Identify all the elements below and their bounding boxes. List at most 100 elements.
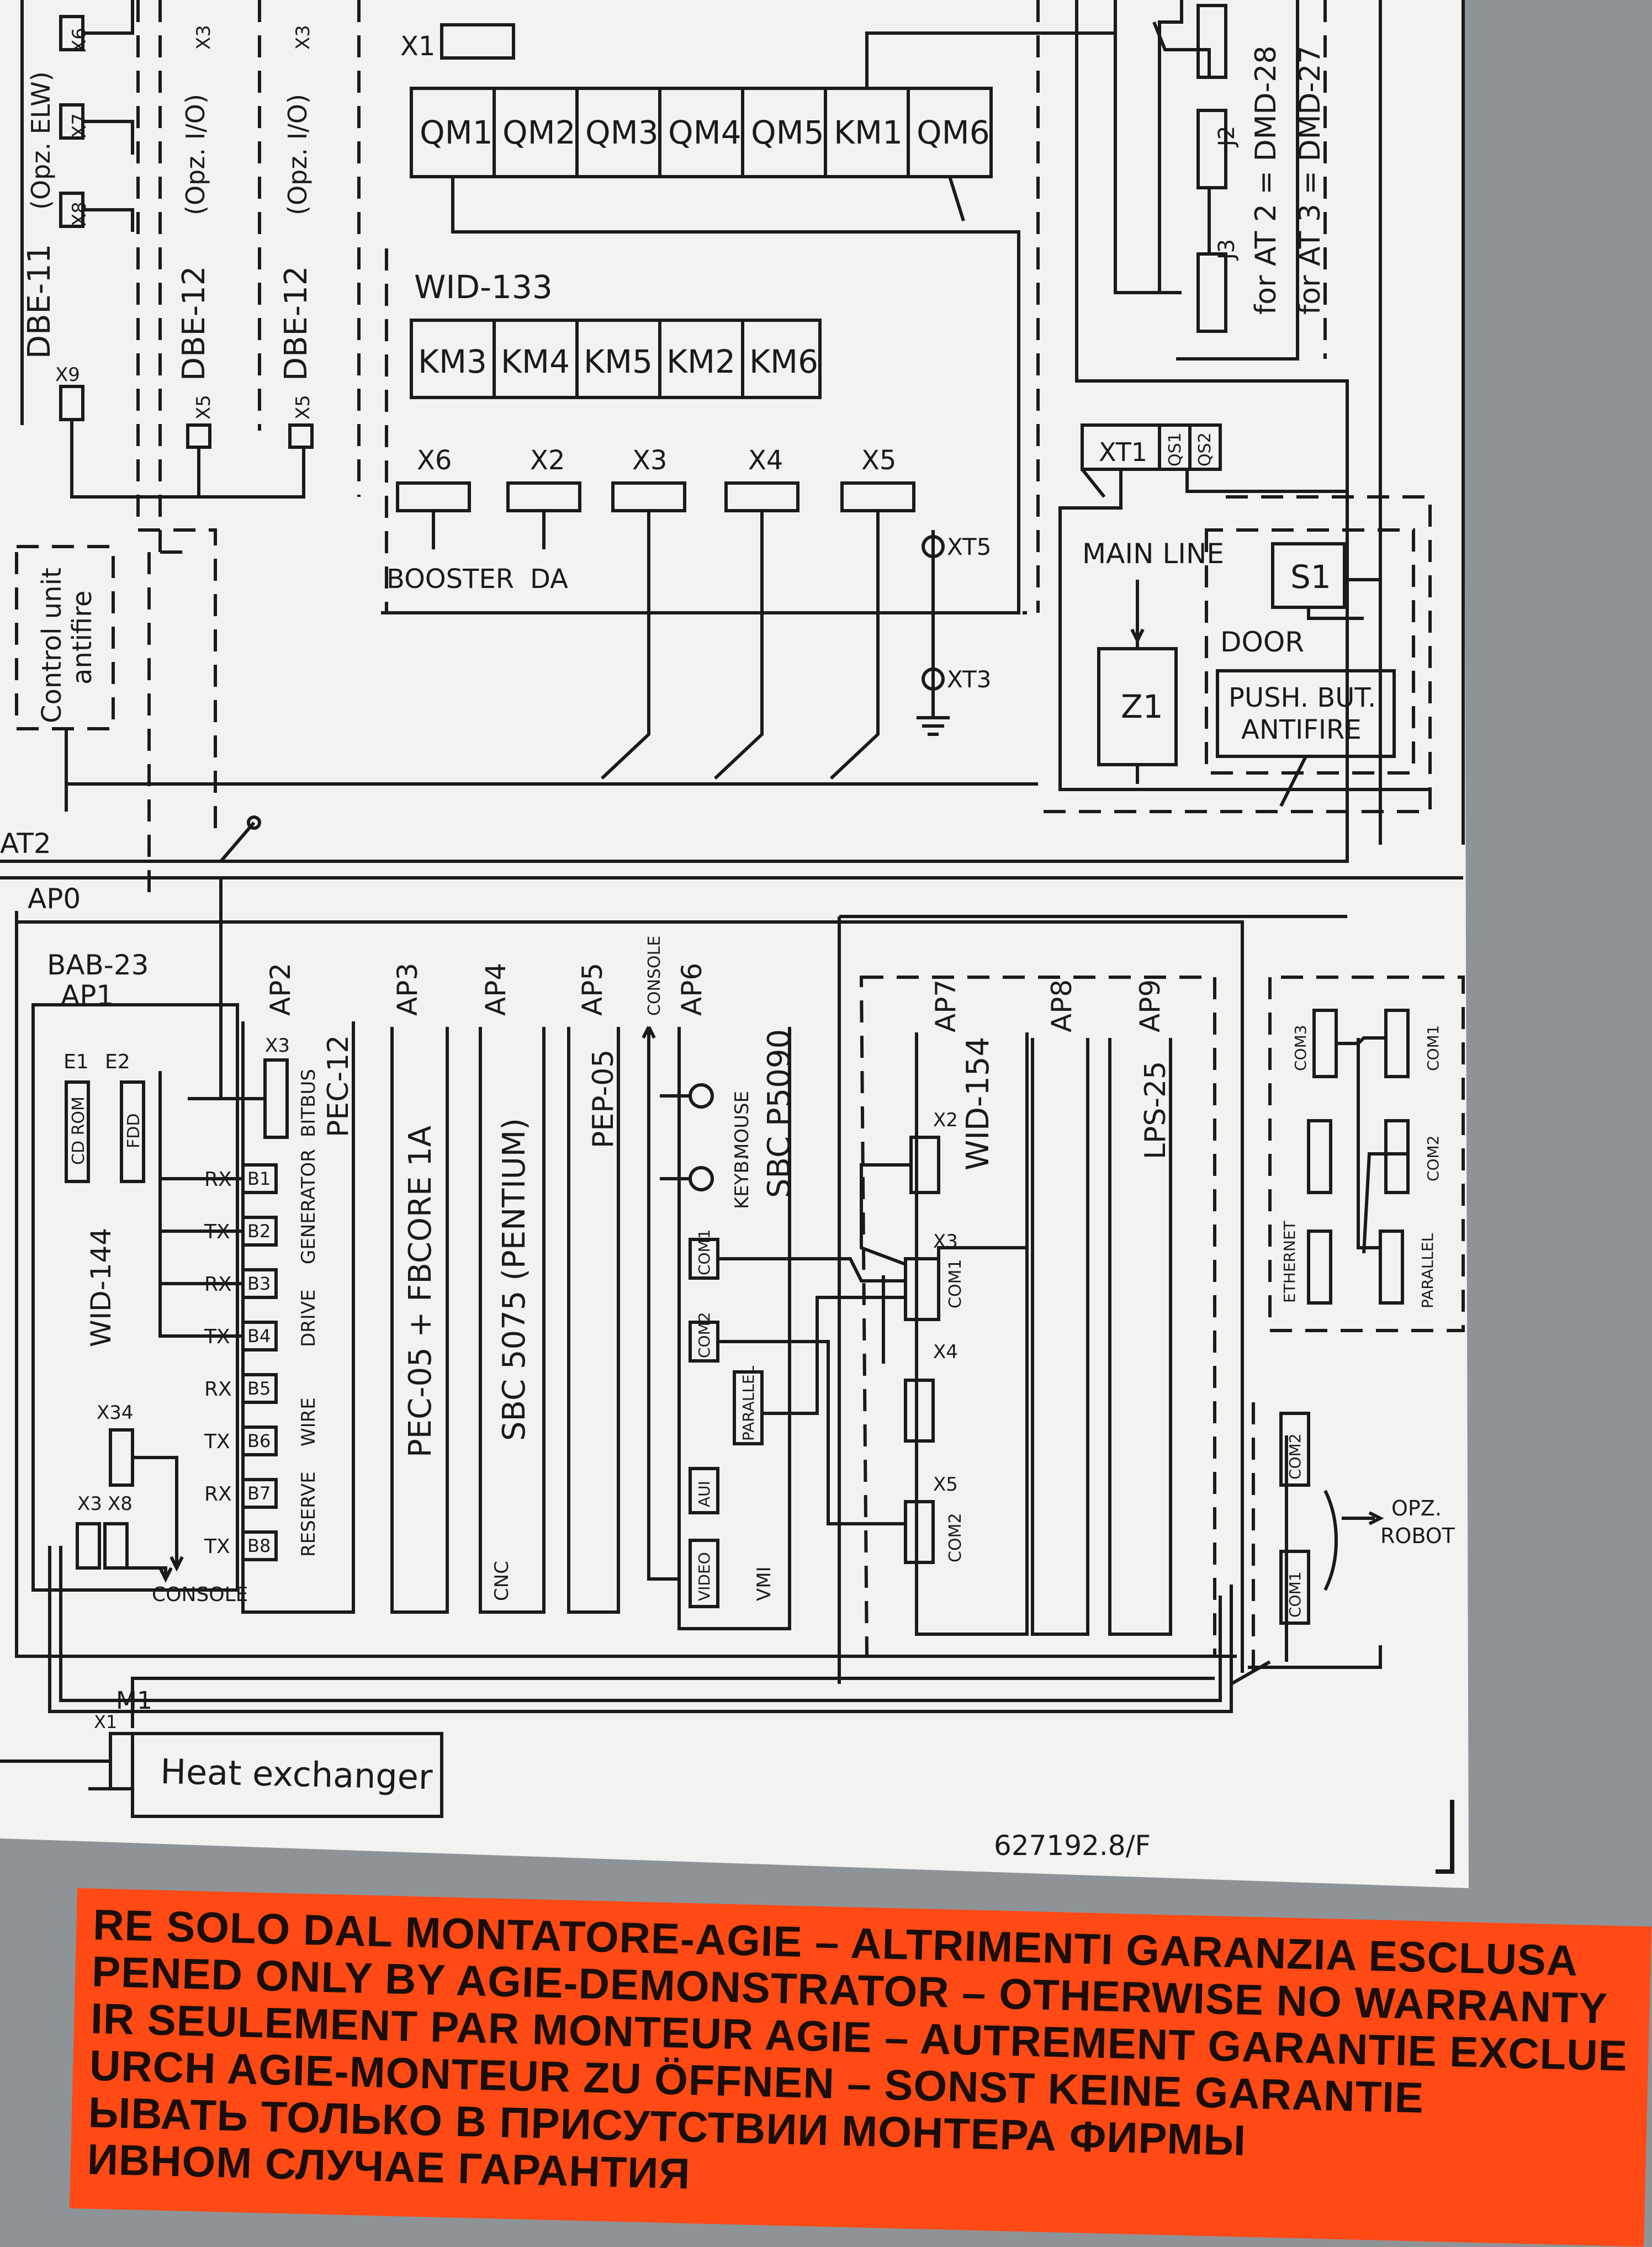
label-conn-x6: X6 (417, 445, 452, 476)
label-x1-bottom: X1 (94, 1711, 117, 1732)
label-opz: OPZ. (1391, 1496, 1442, 1520)
label-at2: AT2 (0, 828, 51, 860)
label-ch2-sig: TX (204, 1221, 230, 1243)
x1-top-block (440, 23, 515, 60)
label-heat-exchanger: Heat exchanger (160, 1751, 433, 1797)
schematic-sheet (0, 0, 1469, 1888)
label-x7-left: X7 (68, 113, 91, 138)
label-push-antifire: ANTIFIRE (1241, 714, 1362, 745)
label-ch8-sig: TX (204, 1535, 230, 1558)
label-ap0: AP0 (28, 883, 81, 915)
label-conn-x5: X5 (861, 445, 896, 476)
km-row (410, 319, 822, 399)
label-parallel-ap6: PARALLEL (739, 1365, 758, 1441)
label-qm4: QM4 (668, 114, 742, 151)
label-x3-a: X3 (193, 25, 215, 50)
label-ap6: AP6 (676, 963, 708, 1016)
label-da: DA (530, 564, 568, 595)
label-qm5: QM5 (751, 114, 824, 151)
label-x6-left: X6 (68, 28, 91, 52)
label-conn-x3: X3 (632, 445, 667, 476)
label-km4: KM4 (501, 343, 570, 380)
label-com2-ap6: COM2 (695, 1312, 713, 1358)
label-x5-a: X5 (193, 395, 215, 420)
xt1-terminal (1081, 423, 1222, 471)
label-ch4-sig: TX (204, 1326, 230, 1348)
label-com1-ap7: COM1 (946, 1259, 965, 1308)
label-ap4: AP4 (480, 963, 512, 1016)
label-wid154: WID-154 (960, 1037, 996, 1170)
label-x5-b: X5 (292, 395, 314, 420)
label-qs2: QS2 (1195, 432, 1215, 467)
label-ap5: AP5 (576, 963, 608, 1016)
heat-exchanger-box (131, 1732, 443, 1818)
label-bitbus: BITBUS (298, 1069, 320, 1137)
label-ap3: AP3 (391, 963, 423, 1016)
label-km5: KM5 (584, 343, 653, 380)
label-dmd28: for AT 2 = DMD-28 (1249, 46, 1283, 315)
label-ch3-id: B3 (247, 1273, 271, 1294)
label-com3-right: COM3 (1291, 1025, 1310, 1071)
label-com1-side: COM1 (1286, 1571, 1304, 1618)
label-ch6-sig: TX (204, 1430, 230, 1453)
label-x3-rack: X3 (77, 1493, 102, 1515)
label-aui: AUI (695, 1481, 713, 1507)
label-com2-right: COM2 (1424, 1135, 1442, 1181)
label-pep05: PEP-05 (587, 1050, 620, 1148)
label-sbcp5090: SBC P5090 (761, 1029, 797, 1198)
label-parallel-right: PARALLEL (1418, 1233, 1437, 1308)
label-j3: J3 (1214, 239, 1240, 261)
label-conn-x2: X2 (530, 445, 565, 476)
label-ch4-id: B4 (247, 1326, 271, 1347)
label-control-antifire: antifire (67, 591, 98, 685)
label-km2: KM2 (666, 343, 735, 380)
label-wire: WIRE (298, 1397, 320, 1446)
label-ch1-sig: RX (204, 1168, 232, 1191)
label-com1-ap6: COM1 (695, 1229, 713, 1275)
label-ch3-sig: RX (204, 1273, 232, 1296)
label-wid144: WID-144 (85, 1228, 117, 1347)
label-vmi: VMI (753, 1566, 775, 1601)
label-control-unit: Control unit (36, 568, 67, 723)
label-x8-rack: X8 (108, 1493, 133, 1515)
label-com2-ap7: COM2 (946, 1513, 965, 1562)
label-ch1-id: B1 (247, 1168, 271, 1189)
label-xt1: XT1 (1099, 437, 1147, 467)
label-cdrom: CD ROM (69, 1096, 88, 1165)
label-ethernet: ETHERNET (1280, 1220, 1299, 1303)
label-opz-io-a: (Opz. I/O) (181, 94, 210, 215)
label-wid133: WID-133 (414, 268, 553, 306)
label-pec12: PEC-12 (322, 1035, 355, 1137)
label-lps25: LPS-25 (1139, 1061, 1172, 1159)
label-door: DOOR (1220, 626, 1304, 658)
label-ap1: AP1 (61, 979, 114, 1011)
label-qm6: QM6 (917, 114, 990, 151)
label-m1: M1 (116, 1687, 152, 1715)
label-drive: DRIVE (298, 1289, 320, 1347)
label-x8-left: X8 (68, 202, 91, 226)
label-drawing-number: 627192.8/F (994, 1830, 1151, 1862)
label-ch6-id: B6 (247, 1430, 271, 1451)
label-qm3: QM3 (585, 114, 659, 151)
label-x4-ap7: X4 (933, 1341, 958, 1363)
label-ch7-sig: RX (204, 1483, 232, 1506)
label-push-but: PUSH. BUT. (1229, 682, 1376, 713)
label-x1-top: X1 (400, 31, 435, 62)
warning-sticker: RE SOLO DAL MONTATORE-AGIE – ALTRIMENTI … (69, 1888, 1652, 2247)
label-reserve: RESERVE (298, 1471, 320, 1557)
label-generator: GENERATOR (298, 1149, 320, 1264)
label-dbe12-b: DBE-12 (278, 266, 314, 381)
label-x3-ap2: X3 (265, 1035, 290, 1057)
label-opz-io-b: (Opz. I/O) (283, 94, 313, 215)
label-ch5-id: B5 (247, 1378, 271, 1399)
label-sbc5075: SBC 5075 (PENTIUM) (496, 1118, 532, 1441)
label-bab23: BAB-23 (47, 949, 149, 981)
label-z1: Z1 (1121, 688, 1163, 725)
label-ap2: AP2 (264, 963, 296, 1016)
label-e2: E2 (105, 1051, 130, 1073)
label-j2: J2 (1214, 126, 1240, 148)
label-dbe11: DBE-11 (22, 244, 57, 359)
label-opz-elw: (Opz. ELW) (26, 71, 56, 210)
